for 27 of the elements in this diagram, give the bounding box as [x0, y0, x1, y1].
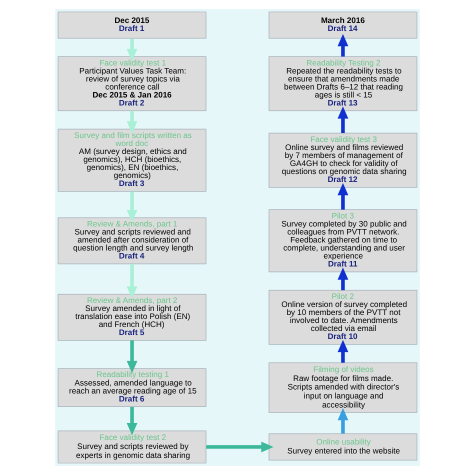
node-box: Face validity test 2 Survey and scripts reviewed by experts in genomic data sharing	[57, 430, 206, 463]
arrow	[337, 339, 348, 362]
arrow	[126, 110, 137, 133]
node-box: Readability testing 1 Assessed, amended language to reach an average reading age of 15 Draft 6	[57, 368, 206, 407]
arrow	[337, 182, 348, 210]
node-box: Face validity test 1 Participant Values Task Team: review of survey topics via conference call Dec 2015 & Jan 2016 Draft 2	[57, 56, 206, 111]
arrow	[337, 33, 348, 56]
node-box: Survey and film scripts written as word doc AM (survey design, ethics and genomics), HCH (bioethics, genomics), EN (bioethics, genomics) Draft 3	[57, 128, 206, 192]
node-box: Pilot 3 Survey completed by 30 public and colleagues from PVTT network. Feedback gathered on time to complete, understanding and user experience Draft 11	[268, 208, 417, 272]
node-box: Readability Testing 2 Repeated the readability tests to ensure that amendments made between Drafts 6–12 that reading ages is still < 15 Draft 13	[268, 56, 417, 111]
arrow	[206, 441, 274, 452]
node-box: Dec 2015 Draft 1	[57, 11, 206, 38]
node-box: Online usability Survey entered into the website	[268, 432, 417, 460]
node-box: Face validity test 3 Online survey and films reviewed by 7 members of management of GA4GH to check for validity of questions on genomic data sharing Draft 12	[268, 132, 417, 188]
arrow	[126, 38, 137, 61]
arrow	[337, 106, 348, 133]
arrow	[337, 408, 348, 433]
node-box: Review & Amends, part 2 Survey amended in light of translation ease into Polish (EN) and French (HCH) Draft 5	[57, 293, 206, 340]
arrow	[126, 406, 137, 435]
node-box: Review & Amends, part 1 Survey and scripts reviewed and amended after consideration of question length and survey length Draft 4	[57, 216, 206, 264]
arrow	[126, 191, 137, 222]
arrow	[126, 264, 137, 298]
arrow	[337, 267, 348, 290]
node-box: March 2016 Draft 14	[268, 11, 417, 38]
node-box: Pilot 2 Online version of survey completed by 10 members of the PVTT not involved to date. Amendments collected via email Draft 10	[268, 289, 417, 344]
arrow	[126, 340, 137, 373]
node-box: Filming of videos Raw footage for films made. Scripts amended with director's input on language and accessibility	[268, 362, 417, 412]
